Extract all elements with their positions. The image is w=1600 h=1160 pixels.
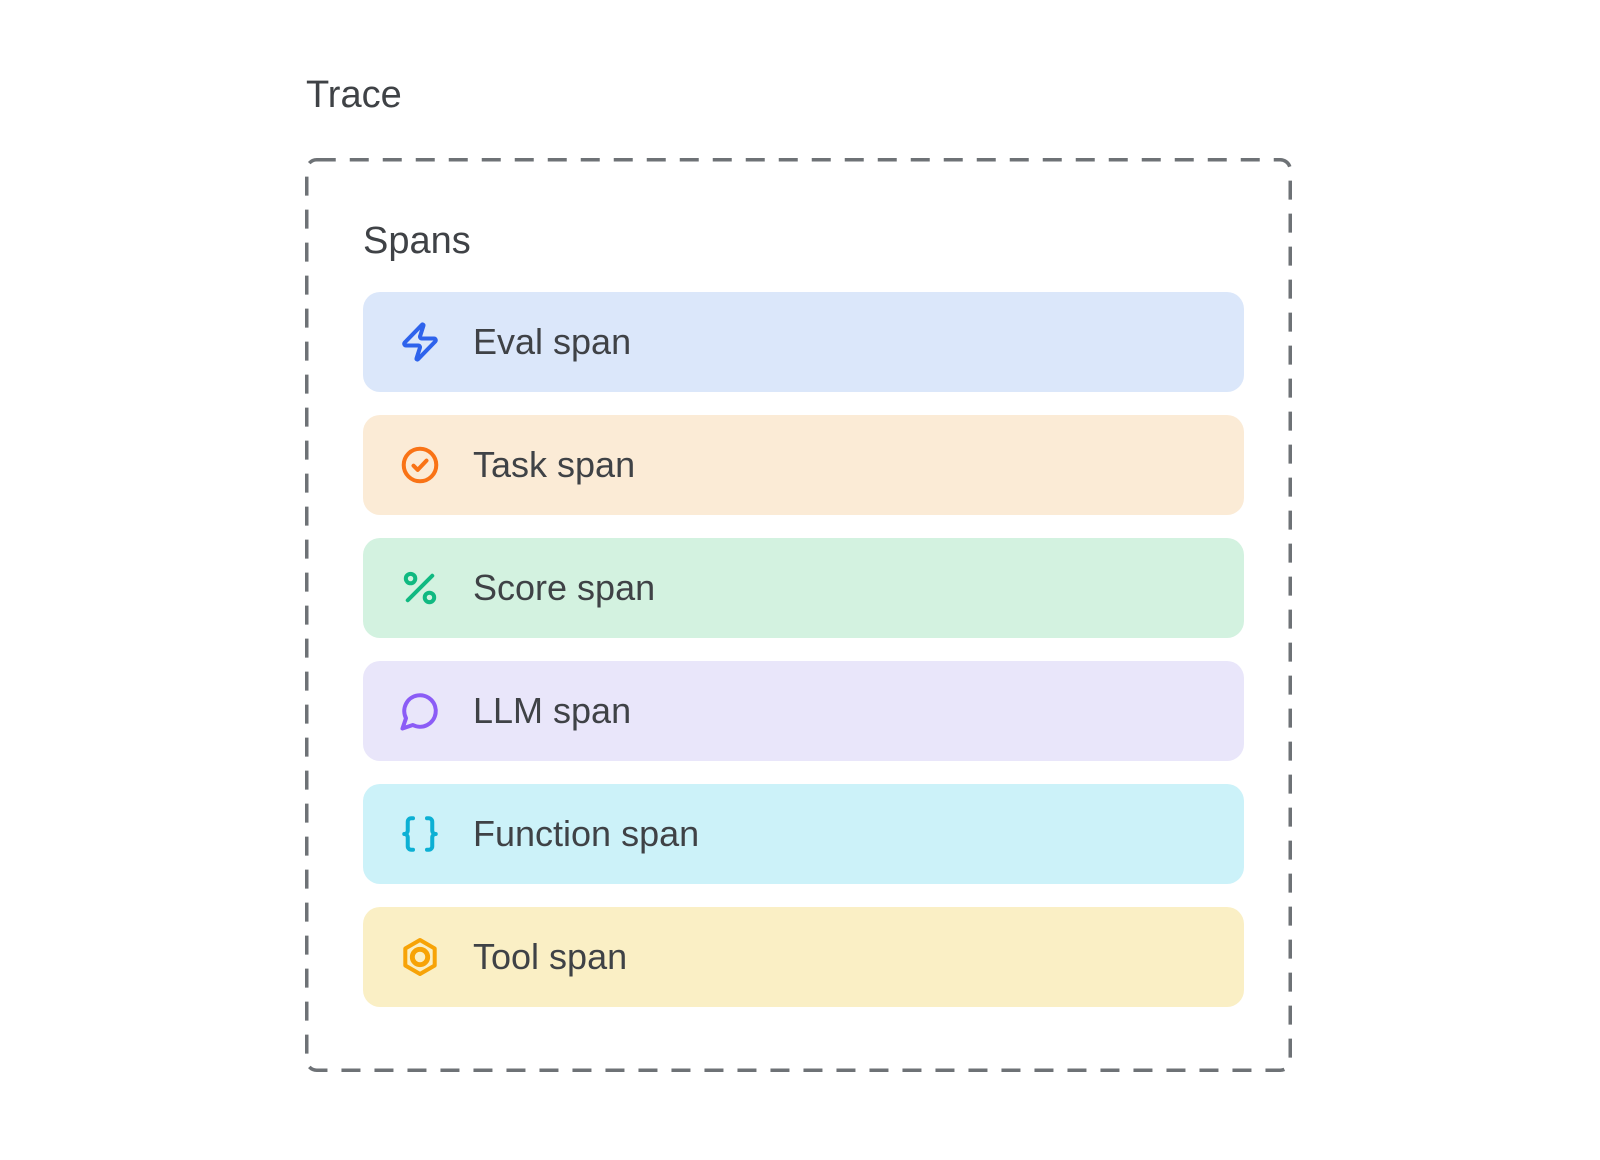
span-label: LLM span (473, 690, 632, 731)
percent-icon (399, 567, 441, 609)
span-label: Function span (473, 813, 700, 854)
message-circle-icon (399, 690, 441, 732)
circle-check-icon (399, 444, 441, 486)
spans-heading: Spans (363, 220, 471, 262)
span-row-task: Task span (363, 415, 1244, 515)
span-row-llm: LLM span (363, 661, 1244, 761)
braces-icon (399, 813, 441, 855)
span-label: Tool span (473, 936, 628, 977)
nut-icon (399, 936, 441, 978)
zap-icon (399, 321, 441, 363)
span-row-score: Score span (363, 538, 1244, 638)
span-row-tool: Tool span (363, 907, 1244, 1007)
span-row-eval: Eval span (363, 292, 1244, 392)
span-label: Score span (473, 567, 656, 608)
span-label: Eval span (473, 321, 632, 362)
span-row-function: Function span (363, 784, 1244, 884)
span-label: Task span (473, 444, 636, 485)
dashed-border (305, 158, 1292, 1072)
trace-title: Trace (306, 74, 402, 116)
